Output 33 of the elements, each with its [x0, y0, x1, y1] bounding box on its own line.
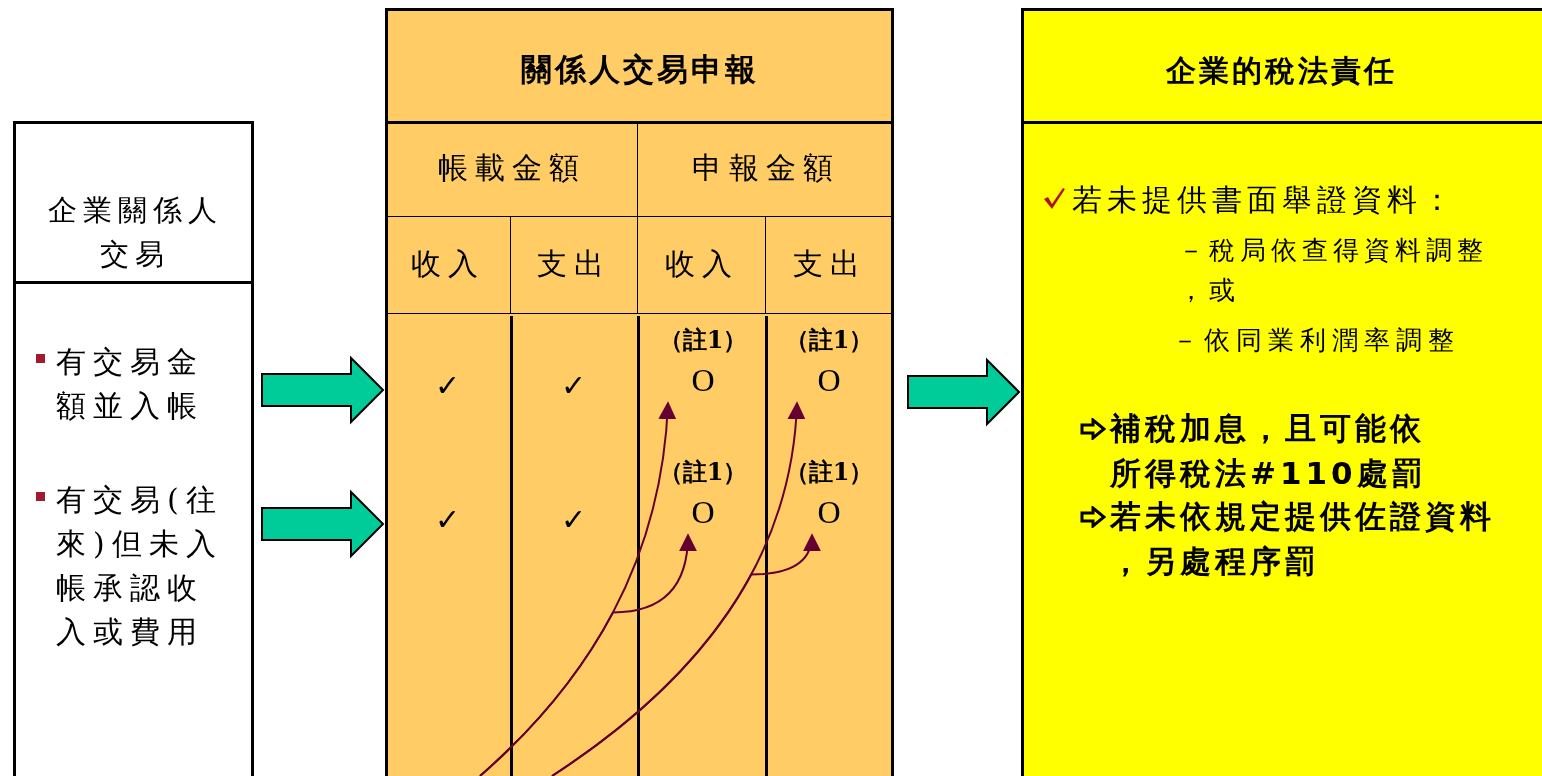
column-header: 申報金額 — [690, 149, 841, 187]
circle-mark: O — [816, 362, 842, 399]
block-arrow — [261, 489, 385, 559]
table-heading: 關係人交易申報 — [519, 50, 760, 89]
note-text: －稅局依查得資料調整，或 — [1178, 234, 1489, 307]
list-item-text: 有交易金額並入帳 — [56, 343, 205, 425]
curved-arrow — [551, 533, 820, 776]
list-item-text: 有交易(往來)但未入帳承認收入或費用 — [56, 481, 224, 651]
note-text: －依同業利潤率調整 — [1172, 324, 1461, 357]
penalty-text: 補稅加息，且可能依所得稅法#110處罰 — [1110, 409, 1428, 493]
column-header: 支出 — [791, 245, 868, 283]
block-arrow — [261, 355, 385, 425]
column-header: 帳載金額 — [436, 149, 587, 187]
note-label: （註1） — [657, 324, 749, 356]
note-label: （註1） — [783, 324, 875, 356]
column-header: 收入 — [410, 245, 486, 283]
penalty-text: 若未依規定提供佐證資料，另處程序罰 — [1110, 497, 1496, 581]
block-arrow — [907, 357, 1021, 427]
circle-mark: O — [816, 494, 842, 531]
note-label: （註1） — [783, 456, 875, 488]
column-header: 支出 — [536, 245, 612, 283]
check-mark: ✓ — [434, 368, 461, 403]
check-mark: ✓ — [560, 368, 587, 403]
panel-heading: 企業關係人交易 — [46, 192, 224, 273]
panel-heading: 企業的稅法責任 — [1165, 52, 1398, 90]
circle-mark: O — [690, 362, 716, 399]
check-mark: ✓ — [560, 502, 587, 537]
check-mark: ✓ — [434, 502, 461, 537]
note-text: 若未提供書面舉證資料： — [1072, 181, 1458, 219]
curved-arrow — [479, 533, 697, 776]
note-label: （註1） — [657, 456, 749, 488]
column-header: 收入 — [663, 245, 740, 283]
circle-mark: O — [690, 494, 716, 531]
